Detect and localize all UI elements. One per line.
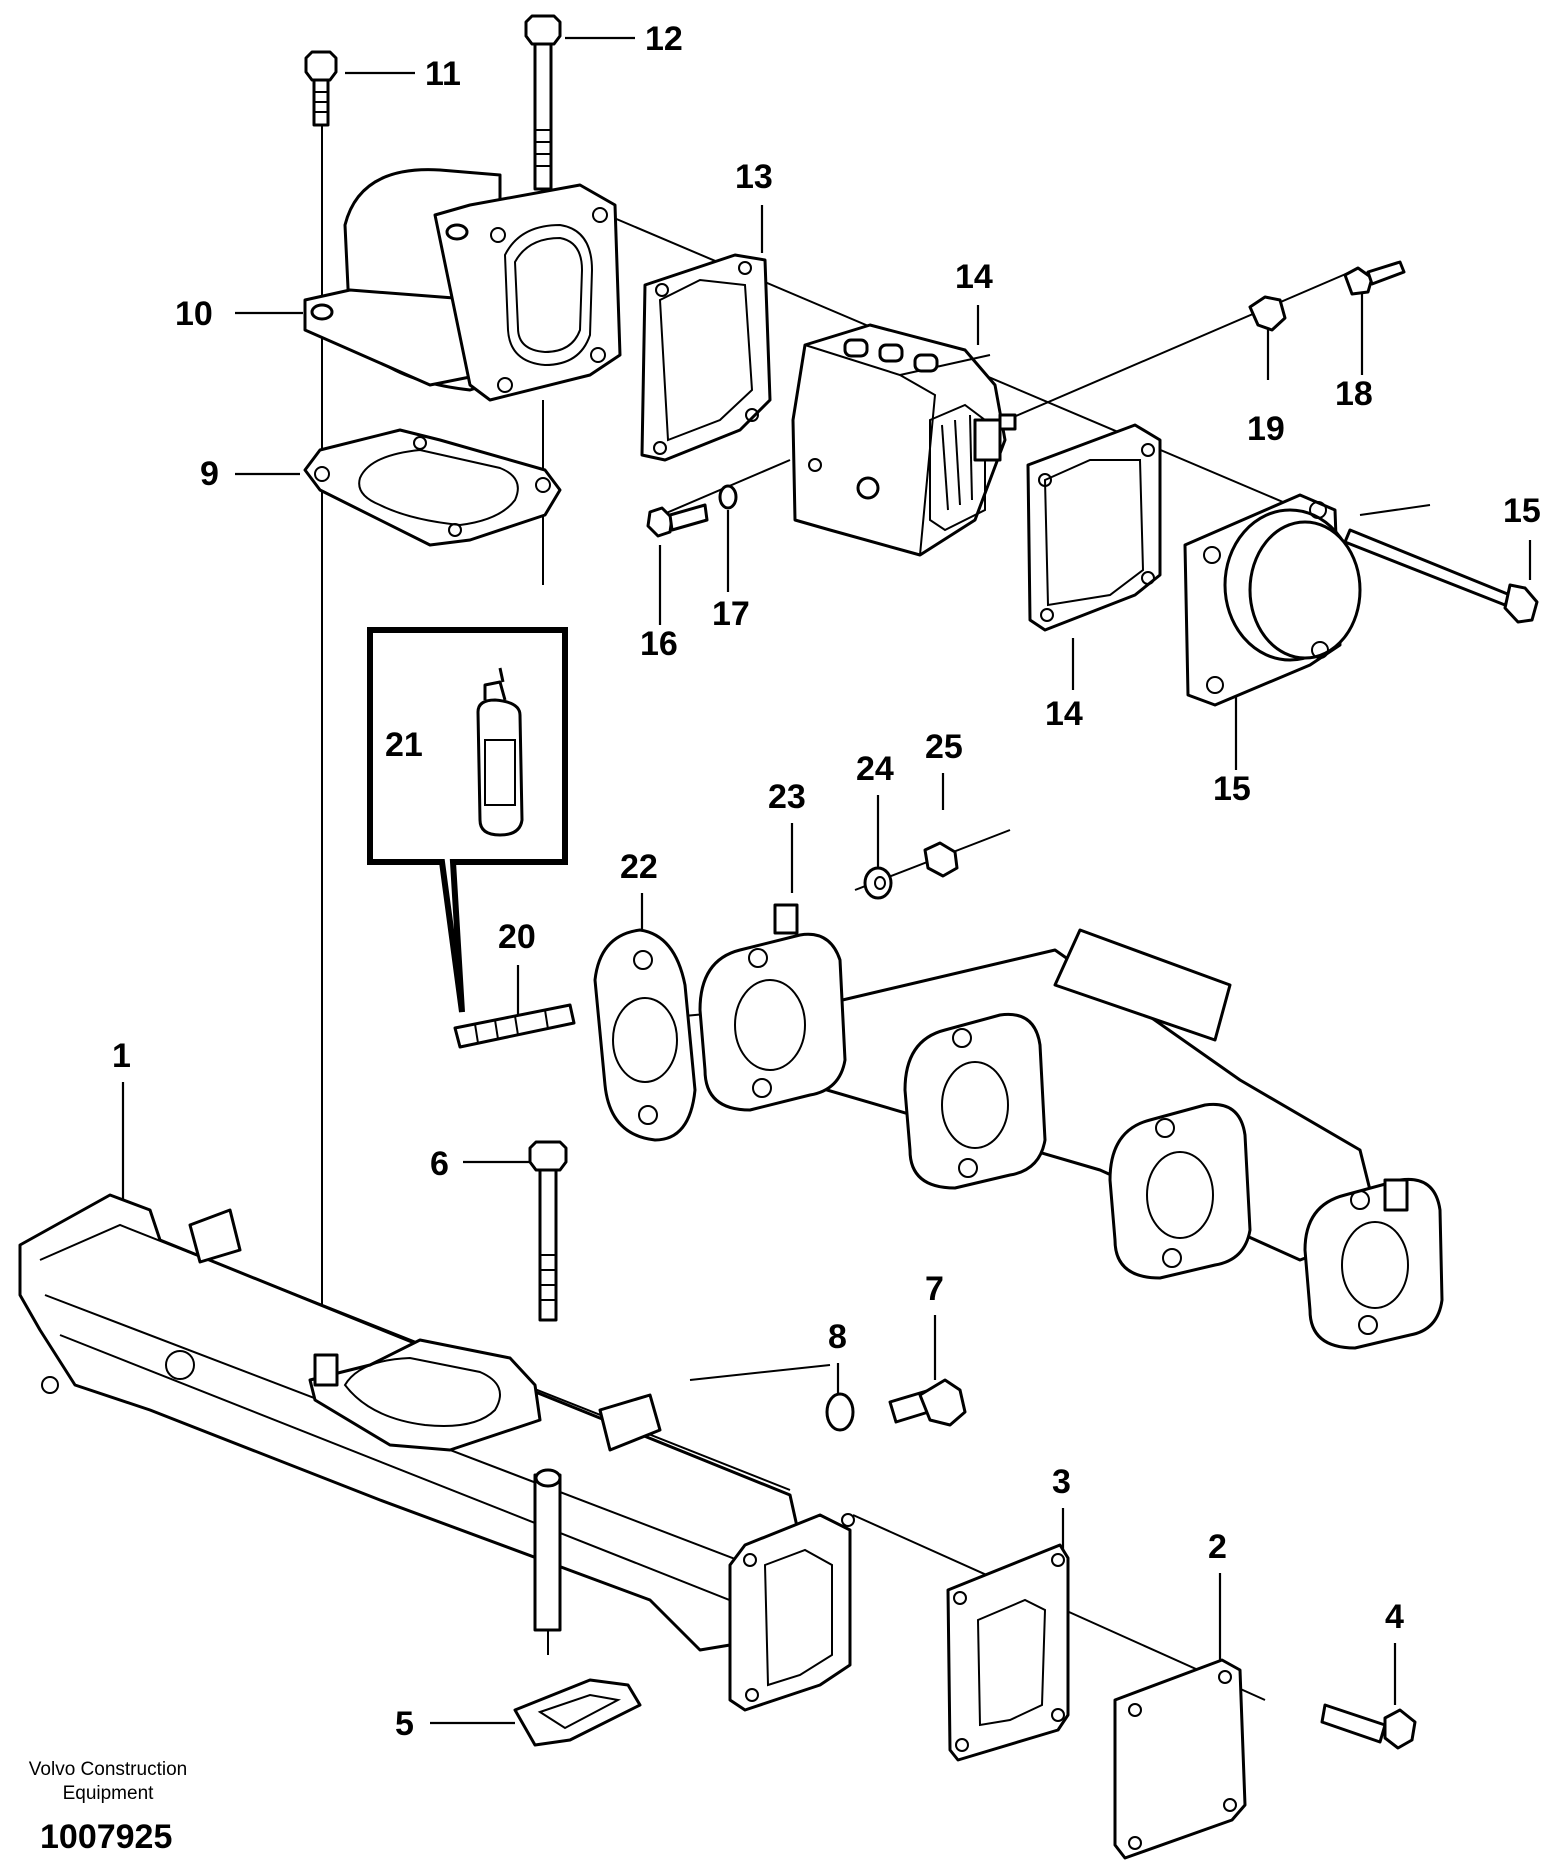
bolt-4 — [1320, 1703, 1417, 1750]
bolt-6 — [528, 1140, 568, 1322]
callout-18: 17 — [712, 595, 750, 633]
callout-7: 7 — [925, 1270, 944, 1308]
washer-8 — [825, 1392, 855, 1432]
bolt-19 — [1343, 260, 1406, 296]
callout-14-upper: 13 — [735, 158, 773, 196]
sealant-bottle — [476, 667, 524, 837]
callout-25: 24 — [856, 750, 894, 788]
drawing-number: 1007925 — [40, 1818, 173, 1856]
elbow-housing-10 — [303, 168, 622, 402]
nut-26 — [923, 841, 959, 878]
gasket-5 — [513, 1678, 642, 1747]
valve-block-13 — [791, 323, 1017, 557]
brand-label: Volvo Construction Equipment — [8, 1758, 208, 1806]
flange-15 — [1183, 493, 1362, 707]
inlet-manifold-1 — [18, 1193, 855, 1712]
callout-17: 16 — [640, 625, 678, 663]
callout-13: 14 — [955, 258, 993, 296]
inset-box-22 — [367, 627, 568, 1013]
callout-3: 3 — [1052, 1463, 1071, 1501]
washer-25 — [863, 866, 893, 900]
callout-5: 5 — [395, 1705, 414, 1743]
gasket-23 — [593, 928, 697, 1142]
bolt-12 — [524, 14, 562, 191]
brand-line-1: Volvo Construction — [28, 1759, 188, 1780]
callout-4: 4 — [1385, 1598, 1404, 1636]
callout-14-lower: 14 — [1045, 695, 1083, 733]
sleeve-20 — [1248, 295, 1287, 332]
callout-19: 18 — [1335, 375, 1373, 413]
callout-22: 21 — [385, 726, 423, 764]
callout-10: 10 — [175, 295, 213, 333]
callout-9: 9 — [200, 455, 219, 493]
callout-21: 20 — [498, 918, 536, 956]
callout-2: 2 — [1208, 1528, 1227, 1566]
gasket-9 — [303, 428, 562, 547]
callout-23: 22 — [620, 848, 658, 886]
bolt-17 — [646, 503, 709, 538]
bolt-11 — [304, 50, 338, 127]
gasket-14-lower — [1026, 423, 1162, 632]
stud-21 — [453, 1003, 576, 1049]
gasket-3 — [946, 1543, 1070, 1762]
callout-24: 23 — [768, 778, 806, 816]
callout-20: 19 — [1247, 410, 1285, 448]
cover-plate-2 — [1113, 1658, 1247, 1860]
callout-labels: 11 12 10 9 13 14 19 18 15 16 17 14 15 21… — [112, 20, 1541, 1743]
brand-line-2: Equipment — [62, 1783, 154, 1804]
callout-1: 1 — [112, 1037, 131, 1075]
bolt-7 — [888, 1378, 967, 1427]
callout-12: 12 — [645, 20, 683, 58]
callout-15: 15 — [1213, 770, 1251, 808]
callout-6: 6 — [430, 1145, 449, 1183]
gasket-14-upper — [640, 253, 772, 462]
bolt-16 — [1343, 528, 1539, 624]
callout-26: 25 — [925, 728, 963, 766]
washer-18 — [718, 484, 738, 510]
callout-8: 8 — [828, 1318, 847, 1356]
exhaust-manifold-24 — [698, 903, 1444, 1350]
callout-11: 11 — [425, 55, 461, 93]
callout-16: 15 — [1503, 492, 1541, 530]
